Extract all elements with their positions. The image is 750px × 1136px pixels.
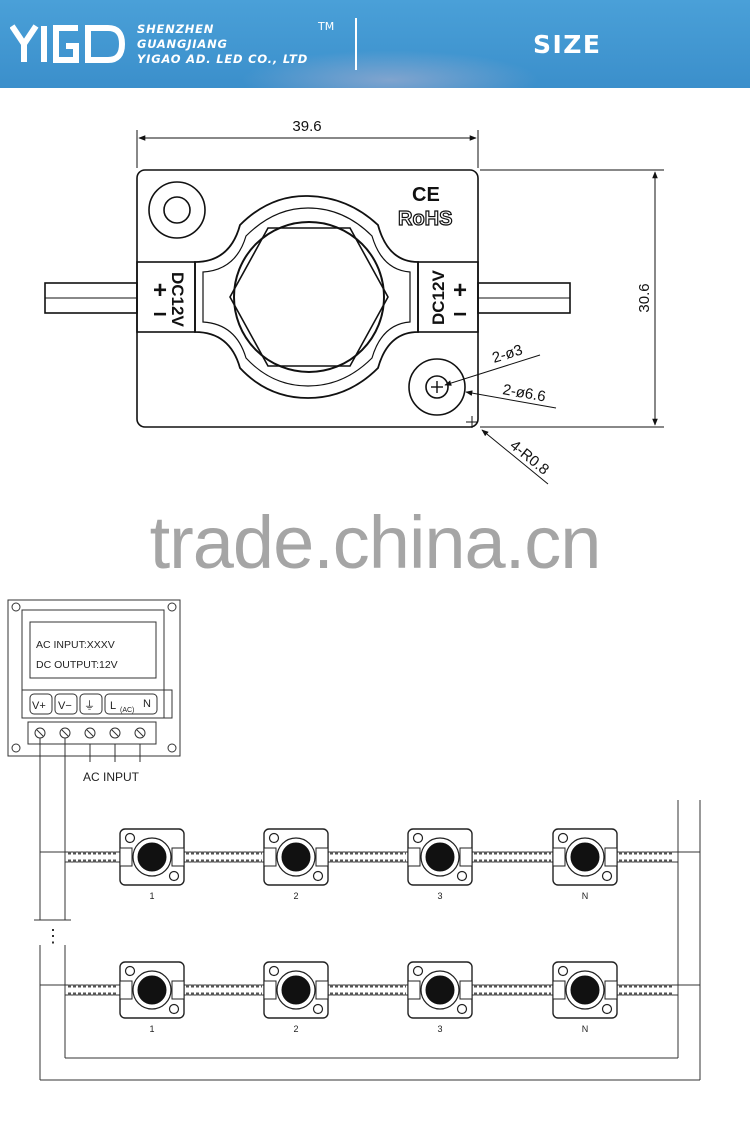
- mount-hole-bottom-right: [408, 358, 466, 416]
- wiring-row-1: 1 2 3 N: [68, 828, 672, 901]
- corner-radius-label: 4-R0.8: [506, 437, 552, 479]
- mount-hole-top-left: [148, 181, 206, 239]
- header-divider: [355, 18, 357, 70]
- mini-led-module: [552, 828, 672, 886]
- hole-small-label: 2-ø3: [490, 342, 524, 367]
- wiring-row-2: 1 2 3 N: [68, 961, 672, 1034]
- terminal-ground: ⏚: [84, 699, 95, 712]
- left-plus-label: +: [153, 277, 167, 304]
- wiring-lines: [34, 738, 701, 1081]
- trademark: TM: [318, 20, 335, 33]
- yigao-logo: [10, 24, 126, 63]
- lens-hexagon: [229, 227, 389, 367]
- module-drawing: [44, 169, 571, 428]
- terminal-ac: (AC): [120, 707, 134, 714]
- module-number-label: 2: [293, 891, 298, 901]
- company-name: SHENZHEN GUANGJIANG YIGAO AD. LED CO., L…: [137, 22, 308, 67]
- mini-led-module: [68, 828, 262, 886]
- module-number-label: 3: [437, 1024, 442, 1034]
- module-number-label: N: [582, 1024, 589, 1034]
- left-minus-label: −: [153, 301, 167, 328]
- width-label: 39.6: [292, 118, 321, 135]
- terminal-strip: [27, 721, 157, 745]
- terminal-n: N: [143, 698, 151, 710]
- terminal-l: L: [110, 700, 116, 712]
- ac-input-caption: AC INPUT: [83, 770, 140, 784]
- continuation-dots: ⋮: [44, 926, 62, 946]
- mini-led-module: [407, 828, 551, 886]
- terminal-vplus: V+: [32, 700, 46, 712]
- page-title: SIZE: [533, 30, 602, 59]
- lens-housing: [194, 195, 419, 399]
- lens-circle: [233, 221, 385, 373]
- ce-mark: CE: [412, 184, 440, 206]
- right-voltage-label: DC12V: [429, 270, 448, 325]
- module-number-label: 1: [149, 1024, 154, 1034]
- module-number-label: 2: [293, 1024, 298, 1034]
- terminal-vminus: V−: [58, 700, 72, 712]
- mini-led-module: [407, 961, 551, 1019]
- mini-led-module: [263, 961, 406, 1019]
- mini-led-module: [68, 961, 262, 1019]
- module-number-label: N: [582, 891, 589, 901]
- header-bar: SHENZHEN GUANGJIANG YIGAO AD. LED CO., L…: [0, 0, 750, 88]
- company-line-2: GUANGJIANG: [137, 37, 228, 51]
- company-line-3: YIGAO AD. LED CO., LTD: [137, 52, 309, 66]
- power-supply-bracket: [7, 599, 181, 757]
- rohs-mark: RoHS: [398, 208, 452, 230]
- company-line-1: SHENZHEN: [137, 22, 215, 36]
- module-number-label: 1: [149, 891, 154, 901]
- module-number-label: 3: [437, 891, 442, 901]
- hole-leaders: [444, 354, 557, 485]
- right-terminal-block: [417, 261, 479, 333]
- left-voltage-label: DC12V: [168, 272, 187, 327]
- right-plus-label: +: [453, 277, 467, 304]
- width-dimension: [136, 130, 479, 168]
- power-supply-label-panel: [29, 621, 157, 679]
- height-label: 30.6: [636, 283, 653, 312]
- power-supply: [7, 599, 181, 762]
- ac-input-rating: AC INPUT:XXXV: [36, 639, 115, 651]
- dc-output-rating: DC OUTPUT:12V: [36, 659, 118, 671]
- mini-led-module: [263, 828, 406, 886]
- right-minus-label: −: [453, 301, 467, 328]
- hole-large-label: 2-ø6.6: [501, 381, 547, 405]
- watermark: trade.china.cn: [149, 501, 602, 584]
- mini-led-module: [552, 961, 672, 1019]
- height-dimension: [480, 169, 664, 428]
- header-glow: [240, 50, 540, 88]
